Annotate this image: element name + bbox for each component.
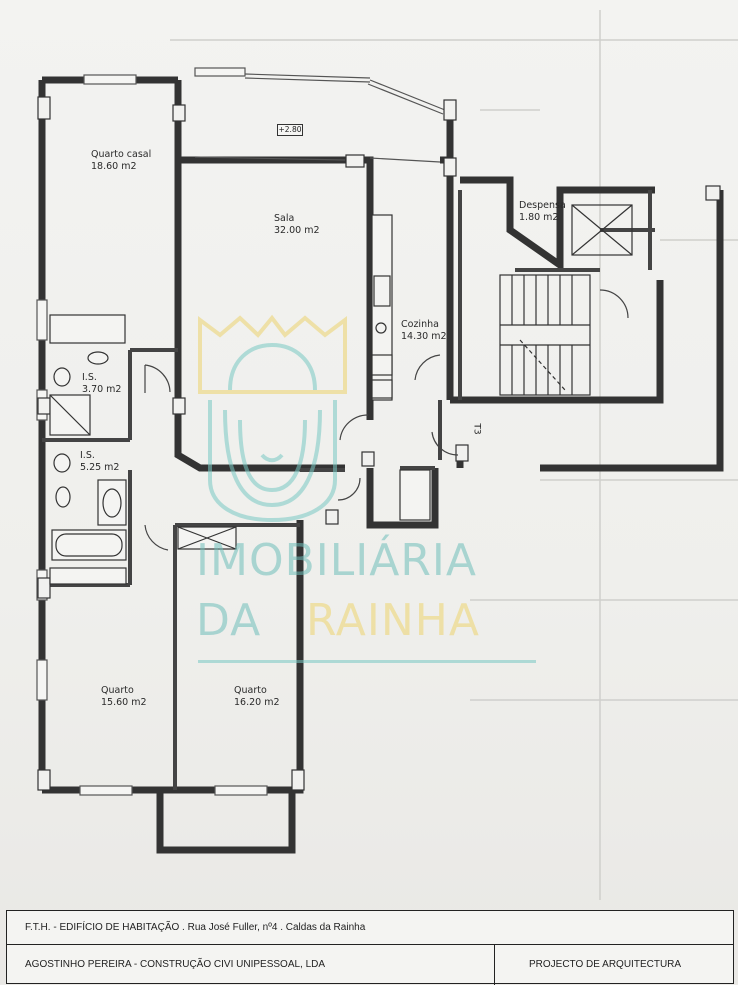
structural-columns: [37, 96, 721, 791]
company-name: AGOSTINHO PEREIRA - CONSTRUÇÃO CIVI UNIP…: [25, 959, 326, 970]
title-block-row-company: AGOSTINHO PEREIRA - CONSTRUÇÃO CIVI UNIP…: [7, 945, 495, 985]
room-quarto-2: Quarto 16.20 m2: [234, 685, 280, 709]
interior-walls: [42, 190, 655, 790]
windows: [36, 67, 446, 796]
watermark-emblem: [198, 314, 347, 523]
room-name: Quarto: [101, 685, 134, 696]
room-is-1: I.S. 3.70 m2: [82, 372, 121, 396]
room-name: Sala: [274, 213, 295, 224]
room-name: I.S.: [82, 372, 97, 383]
room-area: 1.80 m2: [519, 212, 559, 223]
kitchen-counter: [371, 214, 393, 401]
room-area: 3.70 m2: [82, 384, 122, 395]
room-cozinha: Cozinha 14.30 m2: [401, 319, 447, 343]
stair-core: [499, 204, 633, 396]
wardrobe: [177, 469, 431, 550]
room-is-2: I.S. 5.25 m2: [80, 450, 119, 474]
room-name: Cozinha: [401, 319, 439, 330]
room-area: 16.20 m2: [234, 697, 280, 708]
room-name: Quarto: [234, 685, 267, 696]
room-area: 18.60 m2: [91, 161, 137, 172]
doors: [144, 289, 629, 551]
room-area: 32.00 m2: [274, 225, 320, 236]
title-block-row-phase: PROJECTO DE ARQUITECTURA: [495, 945, 735, 985]
watermark-line-1: IMOBILIÁRIA: [196, 535, 477, 586]
room-name: Despensa: [519, 200, 566, 211]
room-quarto-1: Quarto 15.60 m2: [101, 685, 147, 709]
project-phase: PROJECTO DE ARQUITECTURA: [529, 959, 682, 970]
room-despensa: Despensa 1.80 m2: [519, 200, 566, 224]
stair-tag: T3: [471, 423, 482, 435]
room-area: 15.60 m2: [101, 697, 147, 708]
floor-plan: [36, 10, 738, 900]
watermark-line-2-da: DA: [196, 595, 262, 646]
room-quarto-casal: Quarto casal 18.60 m2: [91, 149, 151, 173]
level-tag: +2.80: [277, 124, 303, 136]
room-name: Quarto casal: [91, 149, 152, 160]
room-name: I.S.: [80, 450, 95, 461]
watermark-line-2-rainha: RAINHA: [306, 595, 480, 646]
bathroom-fixtures: [49, 314, 127, 585]
exterior-walls: [38, 76, 724, 854]
room-area: 14.30 m2: [401, 331, 447, 342]
title-block-row-project: F.T.H. - EDIFÍCIO DE HABITAÇÃO . Rua Jos…: [7, 911, 733, 945]
project-title: F.T.H. - EDIFÍCIO DE HABITAÇÃO . Rua Jos…: [25, 922, 366, 933]
watermark-rule: [198, 660, 536, 663]
room-sala: Sala 32.00 m2: [274, 213, 320, 237]
room-area: 5.25 m2: [80, 462, 120, 473]
title-block: F.T.H. - EDIFÍCIO DE HABITAÇÃO . Rua Jos…: [6, 910, 735, 985]
